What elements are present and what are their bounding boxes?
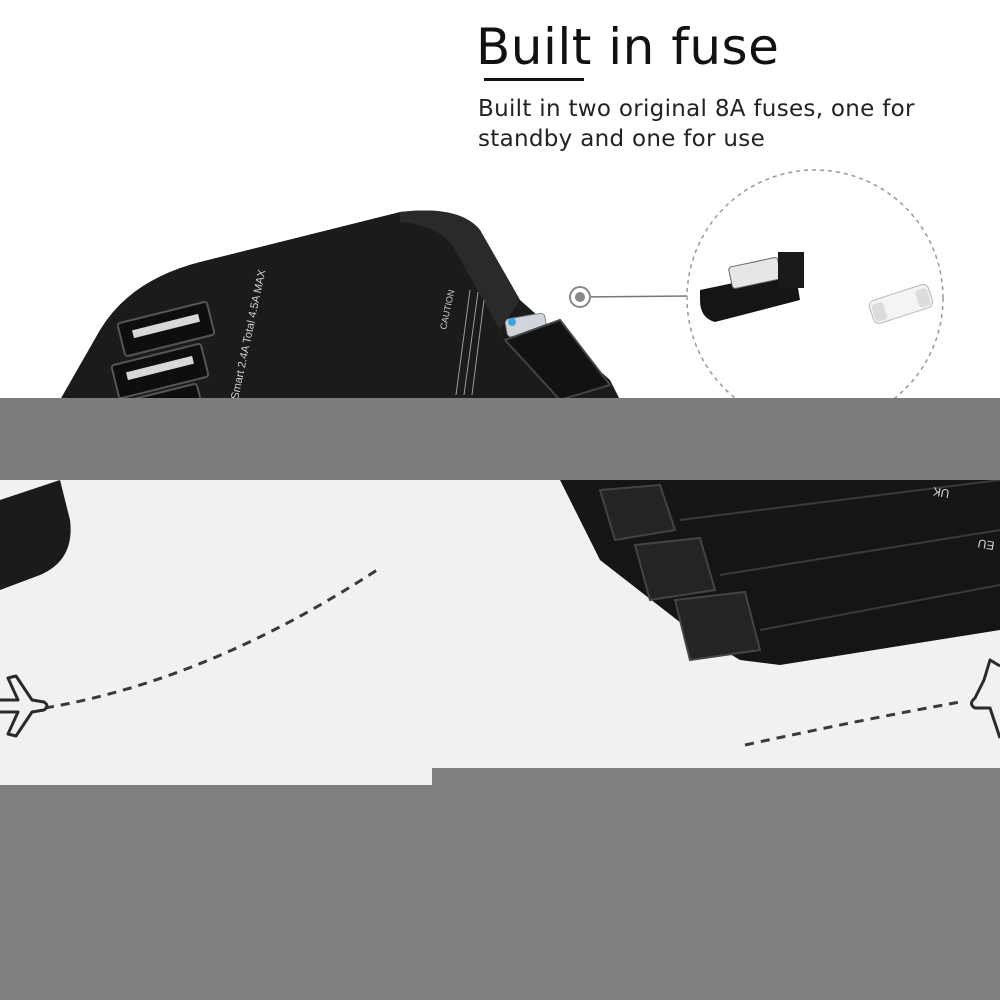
travel-path-right bbox=[744, 700, 961, 747]
fuse-detail-callout bbox=[686, 169, 944, 400]
feature-description: Built in two original 8A fuses, one for … bbox=[478, 96, 915, 152]
caution-text-lines bbox=[455, 289, 485, 396]
bottom-gray-band bbox=[0, 768, 1000, 1000]
title-underline bbox=[484, 78, 584, 81]
airplane-icon-left bbox=[0, 674, 49, 738]
spare-fuse-icon bbox=[868, 284, 934, 324]
bottom-band-notch bbox=[0, 768, 432, 785]
travel-panel: UK EU bbox=[0, 480, 1000, 785]
travel-path-left bbox=[44, 566, 381, 710]
uk-plug-label: UK bbox=[932, 484, 951, 501]
gray-band bbox=[0, 398, 1000, 480]
adapter-photo-top: Smart 2.4A Total 4.5A MAX CAUTION bbox=[60, 169, 944, 400]
fuse-holder-icon bbox=[700, 252, 804, 322]
airplane-icon-right bbox=[970, 658, 1000, 739]
feature-panel-top: Smart 2.4A Total 4.5A MAX CAUTION bbox=[0, 0, 1000, 400]
travel-illustration: UK EU bbox=[0, 480, 1000, 747]
eu-plug-label: EU bbox=[977, 536, 996, 553]
plug-slider-tabs bbox=[598, 483, 762, 662]
feature-title: Built in fuse bbox=[476, 18, 780, 76]
